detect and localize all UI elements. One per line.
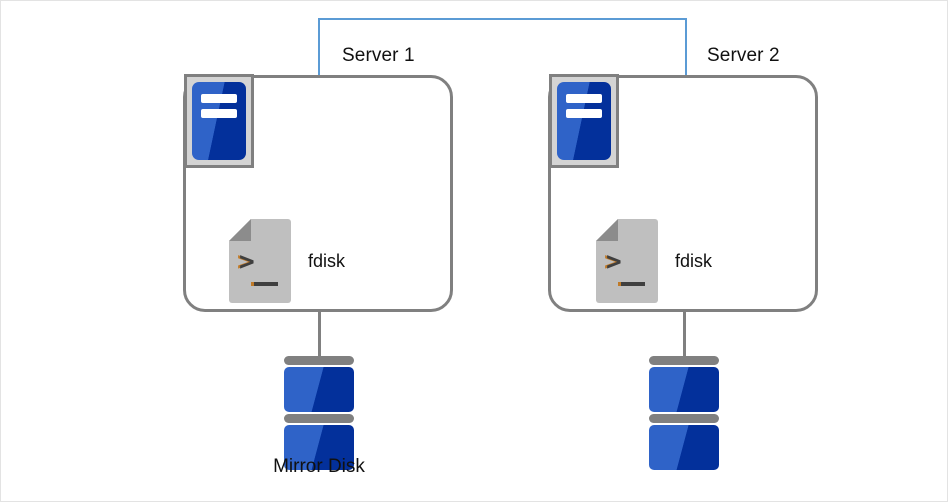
- script-document-icon-cursor: [618, 282, 645, 286]
- server-tower-icon-slot-1: [566, 93, 602, 104]
- disk-platter-1: [284, 367, 354, 412]
- disk-platter-2: [649, 425, 719, 470]
- script-document-icon-prompt: >: [239, 247, 255, 277]
- disk-platter-1: [649, 367, 719, 412]
- script-document-icon-prompt: >: [606, 247, 622, 277]
- script-document-icon: >: [229, 219, 291, 303]
- server-tower-icon: [549, 74, 619, 168]
- server-2-fdisk-item[interactable]: > fdisk: [596, 219, 712, 303]
- disk-bar-middle: [649, 414, 719, 423]
- script-document-icon-fold: [596, 219, 618, 241]
- disk-platter-2: [284, 425, 354, 470]
- server-2-disk-stack-icon: [649, 356, 719, 472]
- server-tower-icon: [184, 74, 254, 168]
- script-document-icon: >: [596, 219, 658, 303]
- server-2-fdisk-label: fdisk: [675, 250, 713, 271]
- disk-bar-top: [649, 356, 719, 365]
- server-tower-icon-body: [192, 82, 246, 160]
- server-tower-icon-slot-2: [566, 108, 602, 119]
- server-interconnect-line: [318, 18, 687, 75]
- mirror-disk-label: Mirror Disk: [273, 456, 365, 477]
- server-tower-icon-slot-1: [201, 93, 237, 104]
- server-tower-icon-slot-2: [201, 108, 237, 119]
- server-1-disk-connector: [318, 312, 321, 361]
- server-2-disk-connector: [683, 312, 686, 361]
- server-1-disk-stack-icon: [284, 356, 354, 472]
- server-1-label: Server 1: [342, 45, 415, 66]
- server-1-fdisk-label: fdisk: [308, 250, 346, 271]
- server-tower-icon-body: [557, 82, 611, 160]
- server-2-label: Server 2: [707, 45, 780, 66]
- server-1-fdisk-item[interactable]: > fdisk: [229, 219, 345, 303]
- disk-bar-middle: [284, 414, 354, 423]
- script-document-icon-cursor: [251, 282, 278, 286]
- script-document-icon-fold: [229, 219, 251, 241]
- disk-bar-top: [284, 356, 354, 365]
